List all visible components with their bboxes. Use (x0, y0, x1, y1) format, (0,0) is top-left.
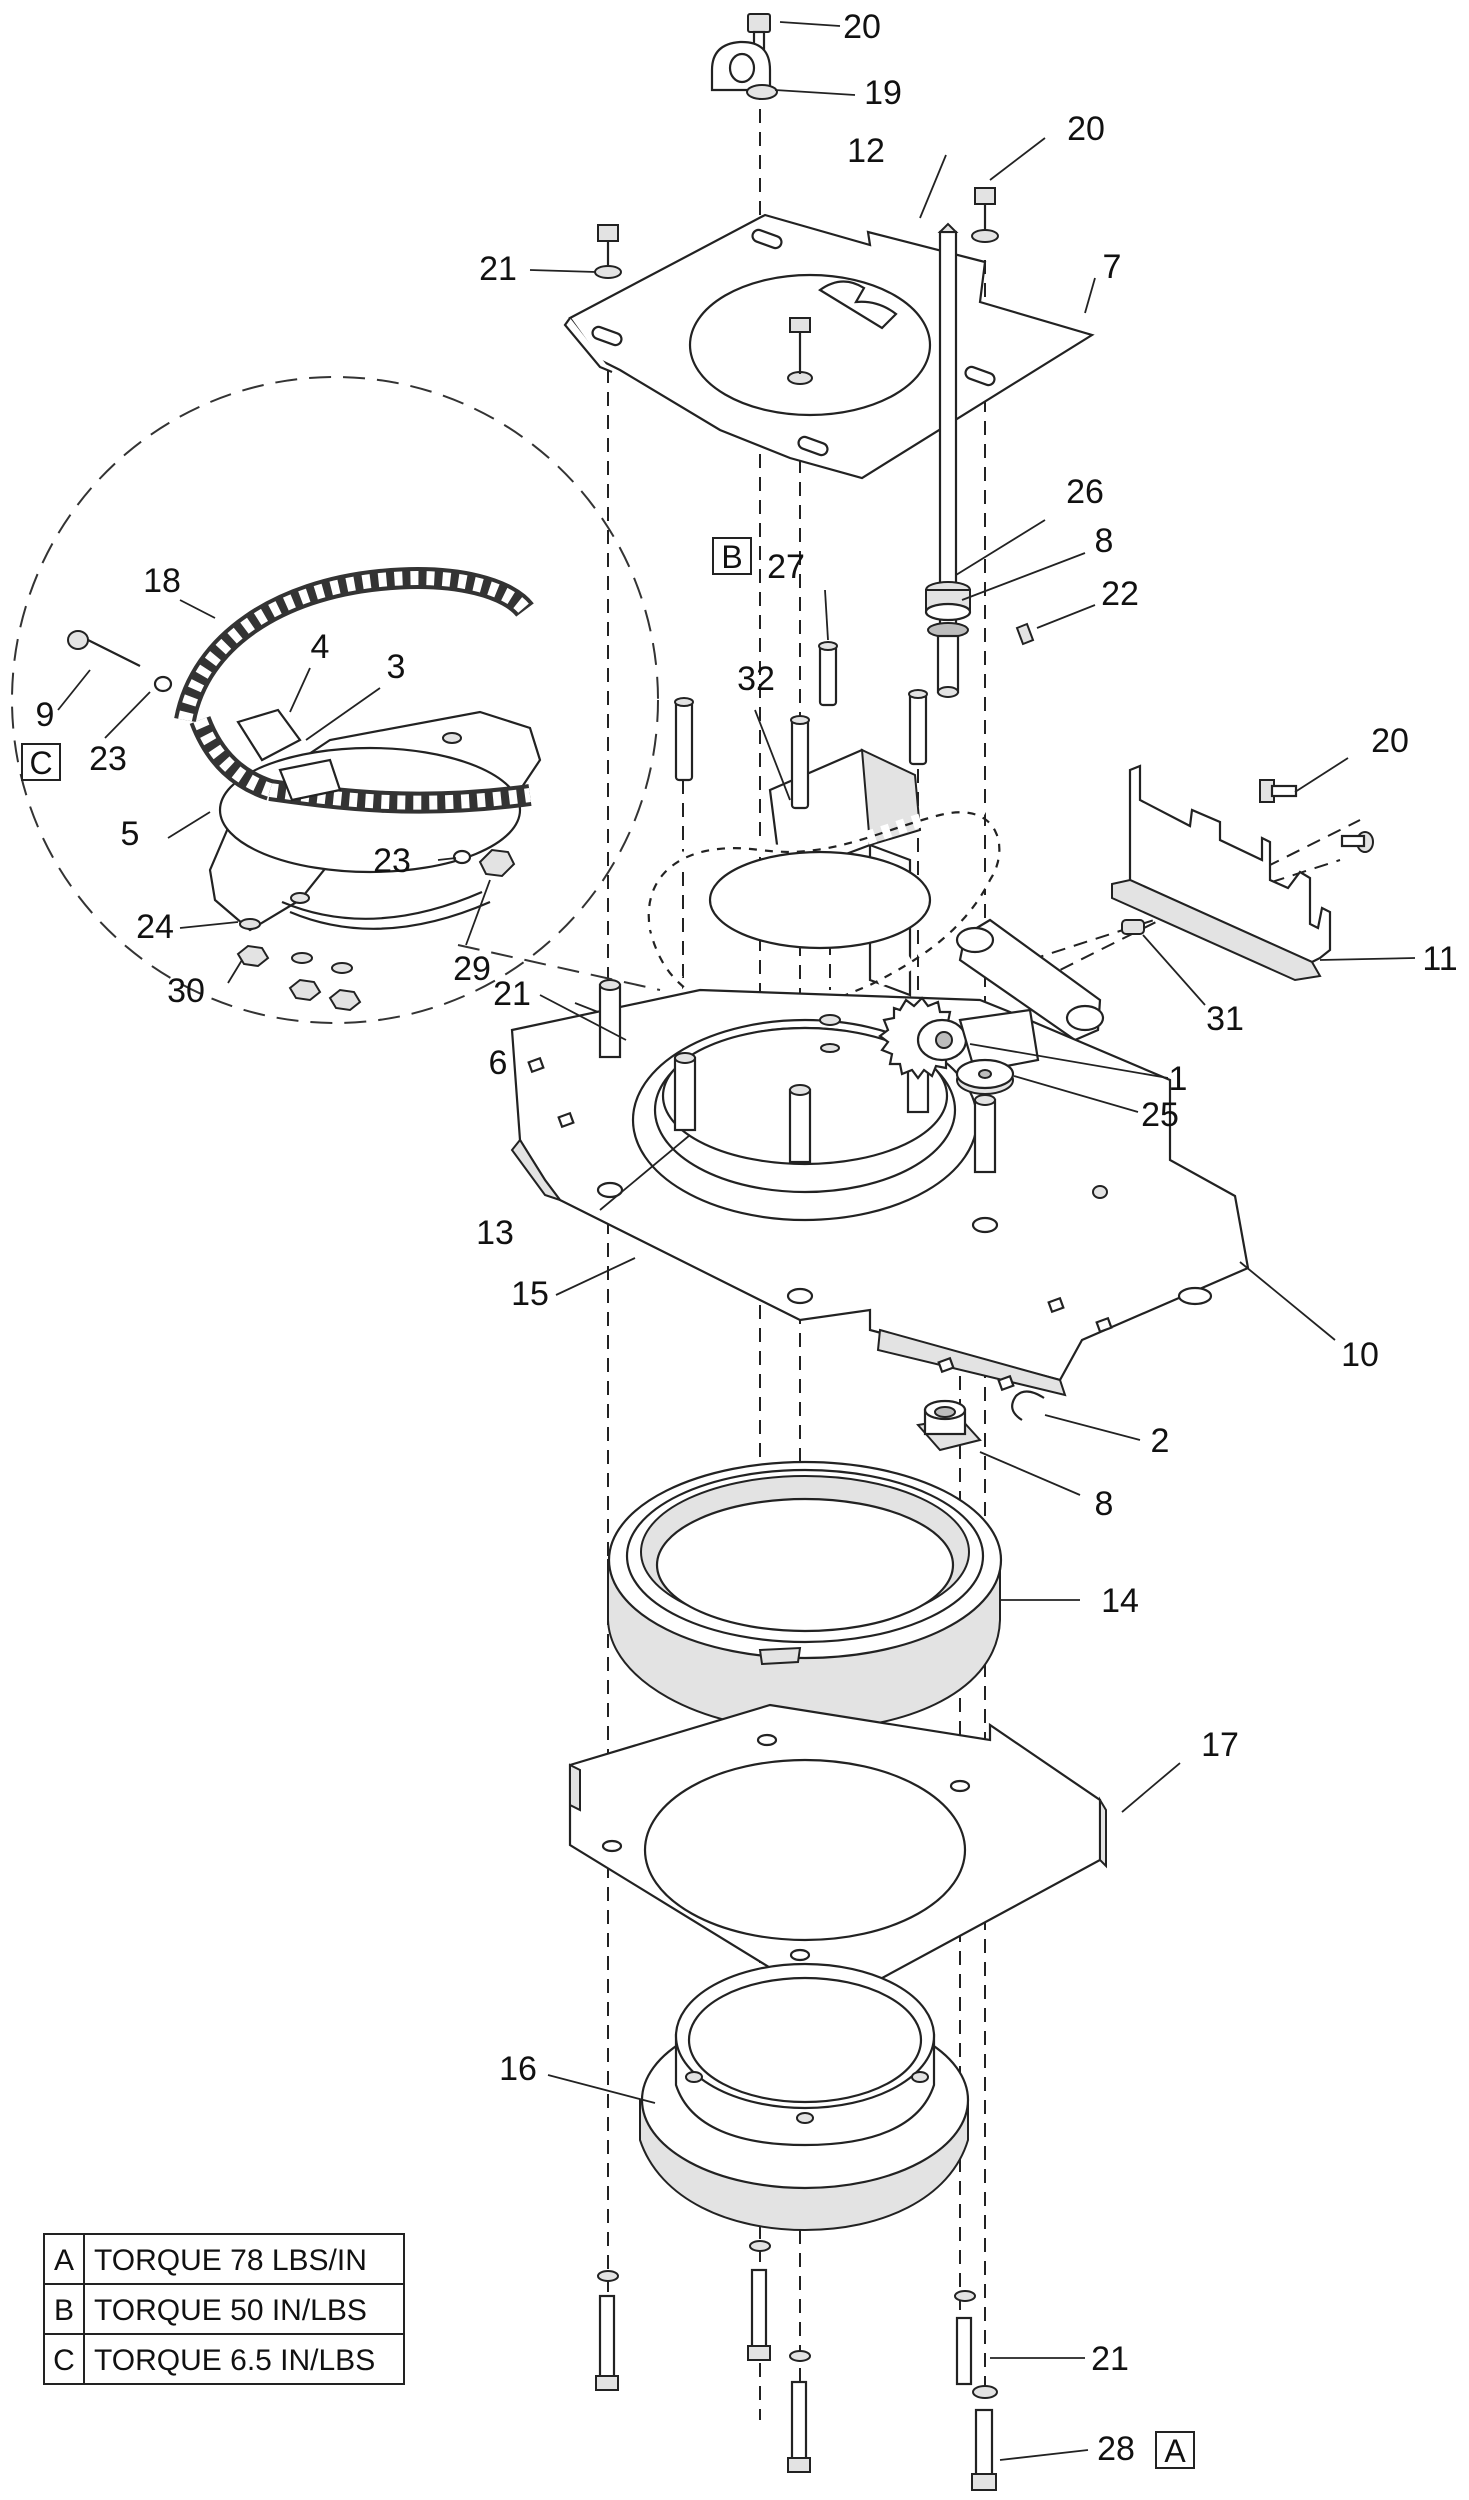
ref-box-c-label: C (29, 745, 52, 781)
callout-28: 28 (1097, 2430, 1135, 2468)
callout-1: 1 (1169, 1060, 1188, 1098)
callout-19: 19 (864, 74, 902, 112)
callout-21-top: 21 (479, 250, 517, 288)
ref-box-c: C (21, 743, 61, 781)
callout-20-bracket: 20 (1371, 722, 1409, 760)
detail-view-c (11, 376, 661, 1024)
callout-14: 14 (1101, 1582, 1139, 1620)
callout-30: 30 (167, 972, 205, 1010)
callout-4: 4 (311, 628, 330, 666)
ref-box-b-label: B (721, 539, 742, 575)
callout-21-mid: 21 (493, 975, 531, 1013)
part-8-bushing (916, 1399, 982, 1452)
callout-20-right: 20 (1067, 110, 1105, 148)
ref-box-b: B (712, 537, 752, 575)
chain-loop (641, 805, 1007, 1026)
part-22-key (1015, 622, 1035, 646)
callout-29: 29 (453, 950, 491, 988)
part-19-clamp (710, 13, 778, 100)
part-25-idler (955, 1058, 1015, 1095)
torque-row-c-value: TORQUE 6.5 IN/LBS (94, 2344, 375, 2377)
callout-7: 7 (1103, 248, 1122, 286)
callout-5: 5 (121, 815, 140, 853)
callout-25: 25 (1141, 1096, 1179, 1134)
part-12-shaft (924, 222, 972, 698)
torque-row-c-key: C (53, 2344, 75, 2377)
callout-16: 16 (499, 2050, 537, 2088)
callout-9: 9 (36, 696, 55, 734)
part-7-top-plate (563, 187, 1095, 480)
part-16-base-ring (639, 1962, 970, 2232)
part-17-tray (568, 1703, 1107, 1992)
torque-table: A TORQUE 78 LBS/IN B TORQUE 50 IN/LBS C … (43, 2233, 405, 2385)
torque-row-b-value: TORQUE 50 IN/LBS (94, 2294, 367, 2327)
callout-15: 15 (511, 1275, 549, 1313)
callout-3: 3 (387, 648, 406, 686)
callout-18: 18 (143, 562, 181, 600)
callout-17: 17 (1201, 1726, 1239, 1764)
callout-27: 27 (767, 548, 805, 586)
part-28-bottom-screws (595, 2240, 998, 2491)
callout-10: 10 (1341, 1336, 1379, 1374)
callout-32: 32 (737, 660, 775, 698)
part-1-sprocket (878, 996, 1040, 1080)
callout-23-left: 23 (89, 740, 127, 778)
part-20-bracket-screws (1259, 779, 1374, 853)
callout-24: 24 (136, 908, 174, 946)
callout-8-upper: 8 (1095, 522, 1114, 560)
callout-2: 2 (1151, 1422, 1170, 1460)
callout-8-lower: 8 (1095, 1485, 1114, 1523)
part-11-bracket (1111, 764, 1332, 982)
torque-row-a-value: TORQUE 78 LBS/IN (94, 2244, 367, 2277)
part-14-bearing (607, 1460, 1003, 1732)
callout-22: 22 (1101, 575, 1139, 613)
callout-13: 13 (476, 1214, 514, 1252)
torque-row-a-key: A (54, 2244, 74, 2277)
ref-box-a-label: A (1164, 2433, 1186, 2469)
torque-row-b-key: B (54, 2294, 74, 2327)
part-27-screws (674, 641, 928, 810)
part-2-clip (1011, 1390, 1045, 1421)
callout-11: 11 (1422, 940, 1457, 978)
callout-26: 26 (1066, 473, 1104, 511)
callout-20-top: 20 (843, 8, 881, 46)
callout-31: 31 (1206, 1000, 1244, 1038)
callout-12: 12 (847, 132, 885, 170)
callout-21-bottom: 21 (1091, 2340, 1129, 2378)
ref-box-a: A (1155, 2431, 1195, 2469)
part-31-link-arm (955, 918, 1145, 1042)
callout-6: 6 (489, 1044, 508, 1082)
leader-lines (57, 21, 1416, 2461)
callout-23-right: 23 (373, 842, 411, 880)
callout-labels: 20 19 12 20 21 7 26 8 22 27 32 20 11 31 … (36, 8, 1458, 2468)
